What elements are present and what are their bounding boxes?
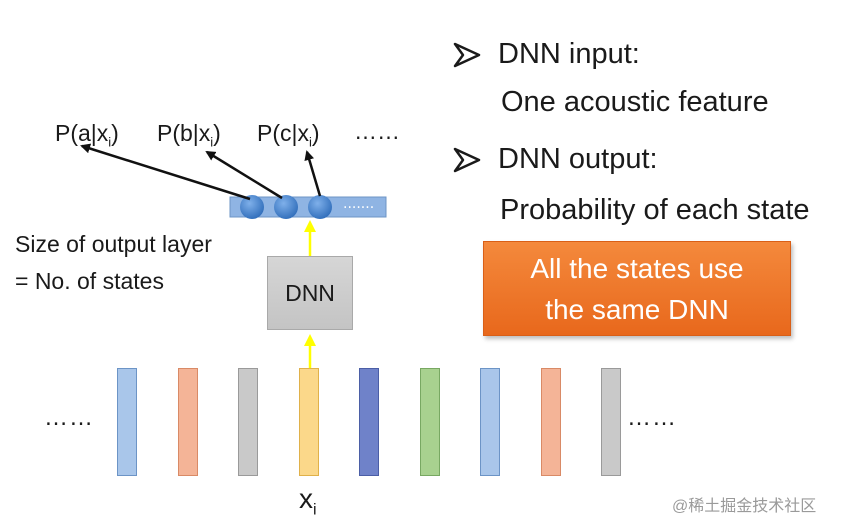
feature-frame <box>359 368 379 476</box>
watermark: @稀土掘金技术社区 <box>672 498 817 515</box>
input-frame-label: xi <box>299 483 317 519</box>
feature-frame <box>238 368 258 476</box>
dnn-box: DNN <box>267 256 353 330</box>
output-layer-dots: ······· <box>343 200 374 216</box>
arrow-node-c <box>304 150 322 197</box>
arrow-node-b <box>205 150 283 200</box>
prob-label-a: P(a|xi) <box>55 120 119 150</box>
output-node-c <box>308 195 332 219</box>
bullet-input-title: DNN input: <box>498 38 640 70</box>
output-layer-note-line-1: Size of output layer <box>15 231 212 257</box>
output-layer-note-line-2: = No. of states <box>15 268 164 294</box>
yellow-arrow-dnn-to-output <box>304 220 316 256</box>
feature-frame <box>541 368 561 476</box>
feature-frame <box>480 368 500 476</box>
output-layer-note: Size of output layer = No. of states <box>15 226 212 300</box>
same-dnn-callout: All the states use the same DNN <box>483 241 791 336</box>
bullet-arrow-icon <box>453 147 481 172</box>
bullet-input-detail: One acoustic feature <box>501 86 769 118</box>
feature-frame <box>601 368 621 476</box>
bullet-output: DNN output: <box>452 143 658 176</box>
callout-line-2: the same DNN <box>545 294 729 325</box>
bullet-input: DNN input: <box>452 38 640 71</box>
feature-frame <box>117 368 137 476</box>
feature-frame <box>178 368 198 476</box>
feature-frame <box>420 368 440 476</box>
sequence-ellipsis-right: …… <box>627 404 677 431</box>
output-node-b <box>274 195 298 219</box>
yellow-arrow-input-to-dnn <box>304 334 316 368</box>
prob-ellipsis: …… <box>354 118 400 144</box>
arrow-node-a <box>80 143 251 201</box>
bullet-arrow-icon <box>453 42 481 67</box>
bullet-output-detail: Probability of each state <box>500 194 810 226</box>
prob-label-c: P(c|xi) <box>257 120 320 150</box>
prob-label-b: P(b|xi) <box>157 120 221 150</box>
output-node-a <box>240 195 264 219</box>
sequence-ellipsis-left: …… <box>44 404 94 431</box>
feature-frame-xi <box>299 368 319 476</box>
bullet-output-title: DNN output: <box>498 143 658 175</box>
callout-line-1: All the states use <box>530 253 744 284</box>
